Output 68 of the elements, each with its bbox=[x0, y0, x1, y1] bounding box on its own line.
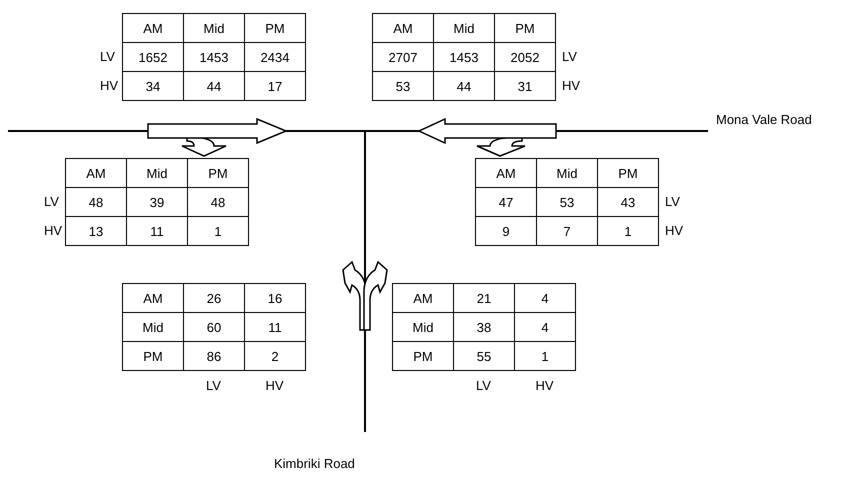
vehicle-class-label: LV bbox=[206, 379, 221, 392]
count-value: 38 bbox=[476, 320, 492, 334]
period-header: PM bbox=[265, 22, 285, 34]
vehicle-class-label: HV bbox=[665, 224, 684, 237]
count-value: 4 bbox=[541, 320, 549, 334]
count-value: 17 bbox=[268, 80, 282, 92]
period-header: Mid bbox=[142, 320, 164, 334]
vehicle-class-label: HV bbox=[535, 379, 554, 392]
count-value: 13 bbox=[88, 224, 104, 238]
vehicle-class-label: LV bbox=[665, 195, 680, 208]
count-value: 11 bbox=[150, 224, 164, 238]
count-value: 11 bbox=[268, 320, 282, 334]
count-value: 60 bbox=[206, 320, 222, 334]
count-value: 39 bbox=[150, 196, 164, 208]
count-value: 86 bbox=[206, 350, 222, 362]
count-value: 31 bbox=[518, 80, 532, 92]
vehicle-class-label: LV bbox=[476, 379, 491, 392]
count-value: 7 bbox=[563, 224, 571, 238]
count-value: 2052 bbox=[510, 50, 540, 64]
road-name: Kimbriki Road bbox=[274, 457, 355, 470]
count-value: 47 bbox=[498, 196, 514, 208]
count-value: 53 bbox=[560, 196, 574, 208]
period-header: Mid bbox=[454, 22, 474, 34]
period-header: Mid bbox=[556, 166, 578, 180]
period-header: PM bbox=[208, 166, 228, 180]
count-value: 2707 bbox=[388, 50, 418, 64]
count-value: 16 bbox=[268, 292, 282, 304]
count-value: 55 bbox=[476, 350, 492, 362]
count-value: 1 bbox=[624, 224, 632, 238]
period-header: PM bbox=[143, 350, 163, 362]
period-header: Mid bbox=[412, 320, 434, 334]
count-value: 34 bbox=[146, 80, 160, 92]
count-value: 9 bbox=[502, 224, 510, 238]
vehicle-class-label: HV bbox=[44, 224, 62, 237]
period-header: PM bbox=[413, 350, 433, 362]
count-value: 53 bbox=[396, 80, 410, 92]
period-header: AM bbox=[143, 22, 163, 34]
period-header: Mid bbox=[146, 166, 168, 180]
count-value: 2434 bbox=[260, 50, 290, 64]
count-value: 1 bbox=[541, 350, 549, 362]
period-header: AM bbox=[143, 292, 163, 304]
period-header: AM bbox=[393, 22, 413, 34]
count-value: 21 bbox=[476, 292, 492, 304]
count-value: 48 bbox=[210, 196, 226, 208]
vehicle-class-label: HV bbox=[100, 79, 118, 92]
count-value: 43 bbox=[620, 196, 636, 208]
count-value: 44 bbox=[206, 80, 222, 92]
count-value: 1652 bbox=[138, 50, 168, 64]
count-value: 1 bbox=[214, 224, 222, 238]
vehicle-class-label: LV bbox=[100, 50, 115, 63]
vehicle-class-label: HV bbox=[562, 79, 580, 92]
count-value: 2 bbox=[271, 350, 279, 362]
count-value: 4 bbox=[541, 292, 549, 304]
period-header: Mid bbox=[204, 22, 224, 34]
period-header: AM bbox=[496, 166, 516, 180]
count-value: 1453 bbox=[450, 50, 478, 64]
count-value: 44 bbox=[456, 80, 472, 92]
period-header: AM bbox=[413, 292, 433, 304]
period-header: AM bbox=[86, 166, 106, 180]
count-value: 1453 bbox=[200, 50, 228, 64]
vehicle-class-label: LV bbox=[44, 195, 59, 208]
count-value: 26 bbox=[206, 292, 222, 304]
period-header: PM bbox=[618, 166, 638, 180]
vehicle-class-label: HV bbox=[265, 379, 284, 392]
count-value: 48 bbox=[88, 196, 104, 208]
vehicle-class-label: LV bbox=[562, 50, 577, 63]
period-header: PM bbox=[515, 22, 535, 34]
road-name: Mona Vale Road bbox=[716, 113, 812, 126]
